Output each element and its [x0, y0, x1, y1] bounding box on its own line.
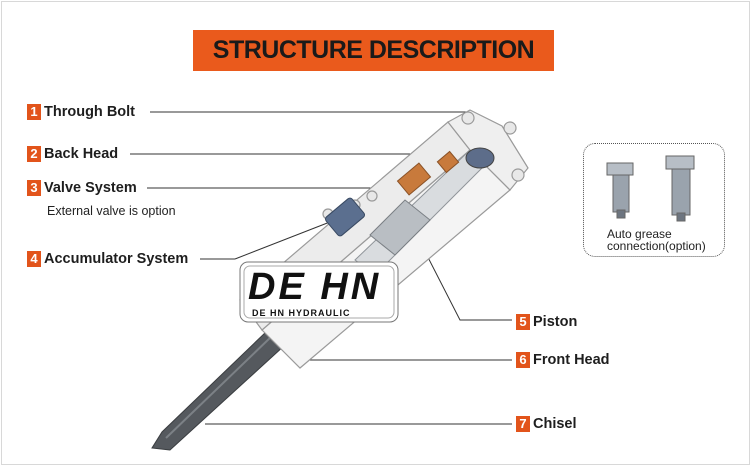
- label-piston: 5 Piston: [516, 313, 577, 331]
- label-text: Valve System: [44, 180, 137, 196]
- number-badge: 6: [516, 352, 530, 368]
- label-through-bolt: 1 Through Bolt: [27, 103, 135, 121]
- chisel-shape: [152, 330, 285, 450]
- label-text: Front Head: [533, 352, 610, 368]
- label-text: Chisel: [533, 416, 577, 432]
- label-valve-system: 3 Valve System: [27, 179, 137, 197]
- grease-caption-line2: connection(option): [607, 240, 706, 252]
- label-back-head: 2 Back Head: [27, 145, 118, 163]
- number-badge: 1: [27, 104, 41, 120]
- label-front-head: 6 Front Head: [516, 351, 610, 369]
- logo-text: DE HN: [248, 266, 381, 309]
- number-badge: 4: [27, 251, 41, 267]
- label-accumulator-system: 4 Accumulator System: [27, 250, 188, 268]
- grease-caption: Auto grease connection(option): [607, 228, 706, 252]
- label-text: Piston: [533, 314, 577, 330]
- number-badge: 3: [27, 180, 41, 196]
- number-badge: 7: [516, 416, 530, 432]
- number-badge: 2: [27, 146, 41, 162]
- number-badge: 5: [516, 314, 530, 330]
- valve-note: External valve is option: [47, 204, 176, 218]
- label-text: Accumulator System: [44, 251, 188, 267]
- label-chisel: 7 Chisel: [516, 415, 577, 433]
- logo-subtext: DE HN HYDRAULIC: [252, 308, 351, 318]
- label-text: Through Bolt: [44, 104, 135, 120]
- label-text: Back Head: [44, 146, 118, 162]
